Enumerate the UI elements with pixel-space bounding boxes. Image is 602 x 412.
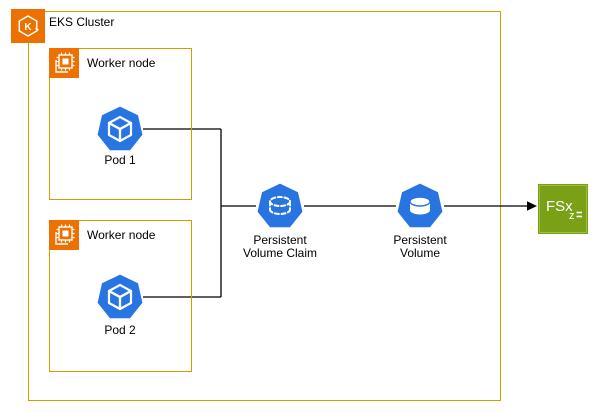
fsx-service-icon: FSx z xyxy=(538,184,588,234)
pod-1-label: Pod 1 xyxy=(104,153,136,167)
worker-node-2-compute-icon xyxy=(49,220,79,250)
pod-1-icon xyxy=(97,106,143,152)
persistent-volume-icon xyxy=(397,183,443,229)
kubernetes-pod-icon xyxy=(97,274,143,319)
pv-label: Persistent Volume xyxy=(345,234,495,260)
kubernetes-pod-icon xyxy=(97,106,143,151)
pod-2-icon xyxy=(97,274,143,320)
worker-node-2-label: Worker node xyxy=(87,228,156,242)
pvc-label-line2: Volume Claim xyxy=(242,246,318,260)
pv-label-line2: Volume xyxy=(399,246,441,260)
pv-label-line1: Persistent xyxy=(393,233,447,247)
worker-node-1-compute-icon xyxy=(49,48,79,78)
pod-2-label: Pod 2 xyxy=(104,323,136,337)
eks-cluster-label: EKS Cluster xyxy=(49,15,115,29)
compute-chip-icon xyxy=(49,48,79,78)
eks-service-icon: K xyxy=(11,9,45,43)
kubernetes-pvc-icon xyxy=(257,183,303,228)
arrowhead-icon xyxy=(527,201,537,211)
fsx-openzfs-icon: FSx z xyxy=(538,184,588,234)
pvc-label: Persistent Volume Claim xyxy=(205,234,355,260)
worker-node-2-box xyxy=(49,220,192,372)
worker-node-1-box xyxy=(49,48,192,200)
fsx-sub-label-text: z xyxy=(569,210,575,222)
fsx-label-text: FSx xyxy=(546,198,573,215)
worker-node-1-label: Worker node xyxy=(87,56,156,70)
pvc-label-line1: Persistent xyxy=(253,233,307,247)
persistent-volume-claim-icon xyxy=(257,183,303,229)
eks-kubernetes-hexagon-icon: K xyxy=(11,9,45,43)
kubernetes-pv-icon xyxy=(397,183,443,228)
eks-icon-letter: K xyxy=(24,22,32,33)
compute-chip-icon xyxy=(49,220,79,250)
